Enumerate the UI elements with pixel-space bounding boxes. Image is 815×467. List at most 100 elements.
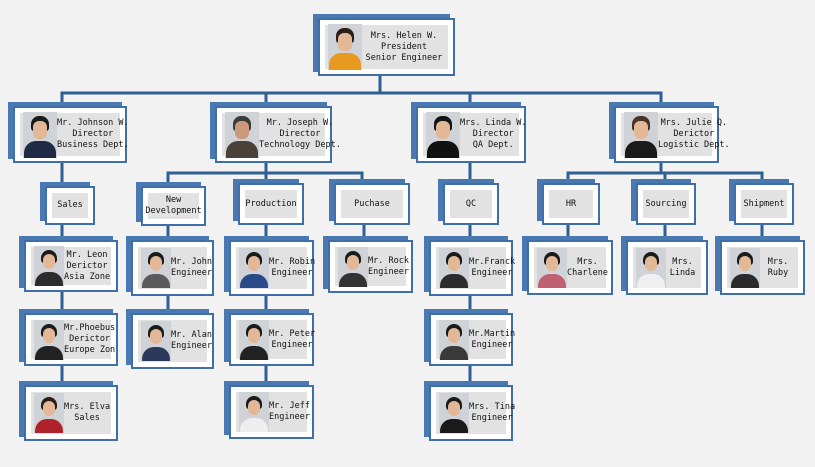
director-title: Director xyxy=(72,129,114,139)
staff-card-jeff[interactable]: Mr. Jeff Engineer xyxy=(229,385,314,439)
director-dept: Logistic Dept. xyxy=(658,140,730,150)
staff-extra: Asia Zone xyxy=(64,271,111,282)
staff-name-line2: Charlene xyxy=(567,267,608,278)
staff-photo xyxy=(239,392,269,432)
staff-name: Mrs. Tina xyxy=(469,402,516,412)
staff-title: Engineer xyxy=(471,339,513,350)
dept-hr[interactable]: HR xyxy=(542,183,600,225)
staff-title: Engineer xyxy=(471,413,513,423)
dept-new-development[interactable]: New Development xyxy=(141,186,206,226)
staff-title: Engineer xyxy=(271,268,313,278)
staff-card-rock[interactable]: Mr. Rock Engineer xyxy=(328,240,413,293)
staff-card-alan[interactable]: Mr. Alan Engineer xyxy=(131,313,214,369)
staff-name-line2: Linda xyxy=(669,267,696,278)
staff-title: Engineer xyxy=(269,412,310,422)
dept-label-line2: Development xyxy=(145,206,202,216)
staff-name: Mr. Robin xyxy=(269,257,316,267)
dept-qc[interactable]: QC xyxy=(443,183,499,225)
dept-puchase[interactable]: Puchase xyxy=(334,183,410,225)
staff-photo xyxy=(439,393,469,433)
staff-extra: Europe Zon xyxy=(64,345,116,355)
staff-title: Derictor xyxy=(66,260,108,271)
director-photo xyxy=(426,111,460,158)
director-card-logistic[interactable]: Mrs. Julie Q. Derictor Logistic Dept. xyxy=(614,106,730,163)
director-photo xyxy=(624,111,658,158)
staff-photo xyxy=(730,247,760,288)
director-title: Director xyxy=(279,129,321,139)
director-photo xyxy=(225,111,259,158)
director-dept: QA Dept. xyxy=(472,140,514,150)
staff-card-peter[interactable]: Mr. Peter Engineer xyxy=(229,313,315,366)
dept-sourcing[interactable]: Sourcing xyxy=(636,183,696,225)
staff-card-robin[interactable]: Mr. Robin Engineer xyxy=(229,240,316,296)
staff-card-leon[interactable]: Mr. Leon Derictor Asia Zone xyxy=(24,240,118,292)
director-name: Mr. Joseph W. xyxy=(266,118,334,128)
staff-photo xyxy=(239,319,269,360)
president-title: President xyxy=(380,41,428,52)
staff-name: Mr. John xyxy=(171,257,212,267)
director-dept: Business Dept. xyxy=(57,140,129,150)
director-card-qa[interactable]: Mrs. Linda W. Director QA Dept. xyxy=(416,106,527,163)
president-card[interactable]: Mrs. Helen W. President Senior Engineer xyxy=(318,18,455,76)
staff-title: Engineer xyxy=(271,339,313,350)
staff-photo xyxy=(439,319,469,360)
director-name: Mrs. Linda W. xyxy=(460,118,527,128)
director-title: Director xyxy=(472,129,514,139)
staff-photo xyxy=(34,246,64,286)
staff-title: Engineer xyxy=(368,266,409,277)
director-card-business[interactable]: Mr. Johnson W. Director Business Dept. xyxy=(13,106,129,163)
staff-name: Mr. Leon xyxy=(66,249,108,260)
dept-label: HR xyxy=(565,198,577,209)
staff-photo xyxy=(636,247,666,288)
director-photo xyxy=(23,111,57,158)
dept-label: Production xyxy=(245,198,297,209)
staff-photo xyxy=(239,248,269,288)
dept-label-line1: New xyxy=(165,195,182,205)
dept-label: QC xyxy=(465,198,477,209)
staff-name: Mr.Phoebus xyxy=(64,323,116,333)
staff-card-ruby[interactable]: Mrs. Ruby xyxy=(720,240,805,295)
staff-card-franck[interactable]: Mr.Franck Engineer xyxy=(429,240,516,296)
staff-title: Derictor xyxy=(69,334,111,344)
president-name: Mrs. Helen W. xyxy=(370,30,438,41)
staff-photo xyxy=(537,247,567,288)
director-card-technology[interactable]: Mr. Joseph W. Director Technology Dept. xyxy=(215,106,341,163)
dept-sales[interactable]: Sales xyxy=(45,186,95,225)
staff-card-linda[interactable]: Mrs. Linda xyxy=(626,240,708,295)
staff-title: Engineer xyxy=(171,341,212,351)
staff-name: Mr. Jeff xyxy=(269,401,310,411)
staff-title: Engineer xyxy=(471,268,513,278)
staff-card-phoebus[interactable]: Mr.Phoebus Derictor Europe Zon xyxy=(24,313,118,366)
staff-name-line2: Ruby xyxy=(767,267,789,278)
dept-label: Sales xyxy=(57,200,83,210)
staff-card-charlene[interactable]: Mrs. Charlene xyxy=(527,240,613,295)
director-name: Mr. Johnson W. xyxy=(57,118,129,128)
president-role: Senior Engineer xyxy=(365,52,443,63)
president-photo xyxy=(328,24,362,70)
staff-card-john[interactable]: Mr. John Engineer xyxy=(131,240,214,296)
dept-shipment[interactable]: Shipment xyxy=(734,183,794,225)
staff-name: Mrs. xyxy=(577,256,598,267)
staff-name: Mr.Martin xyxy=(469,328,516,339)
staff-name: Mr. Alan xyxy=(171,330,212,340)
staff-photo xyxy=(141,248,171,288)
staff-photo xyxy=(338,246,368,287)
staff-name: Mrs. xyxy=(672,256,693,267)
staff-card-elva[interactable]: Mrs. Elva Sales xyxy=(24,385,118,441)
director-name: Mrs. Julie Q. xyxy=(660,118,728,128)
staff-title: Sales xyxy=(74,413,100,423)
staff-card-martin[interactable]: Mr.Martin Engineer xyxy=(429,313,516,366)
staff-name: Mr.Franck xyxy=(469,257,516,267)
director-title: Derictor xyxy=(673,129,715,139)
dept-label: Sourcing xyxy=(645,198,687,209)
staff-name: Mrs. Elva xyxy=(64,402,111,412)
dept-label: Shipment xyxy=(743,198,785,209)
staff-photo xyxy=(34,319,64,360)
staff-title: Engineer xyxy=(171,268,212,278)
staff-name: Mr. Rock xyxy=(368,255,409,266)
staff-card-tina[interactable]: Mrs. Tina Engineer xyxy=(429,385,516,441)
staff-photo xyxy=(34,393,64,433)
staff-photo xyxy=(141,321,171,361)
dept-production[interactable]: Production xyxy=(238,183,304,225)
